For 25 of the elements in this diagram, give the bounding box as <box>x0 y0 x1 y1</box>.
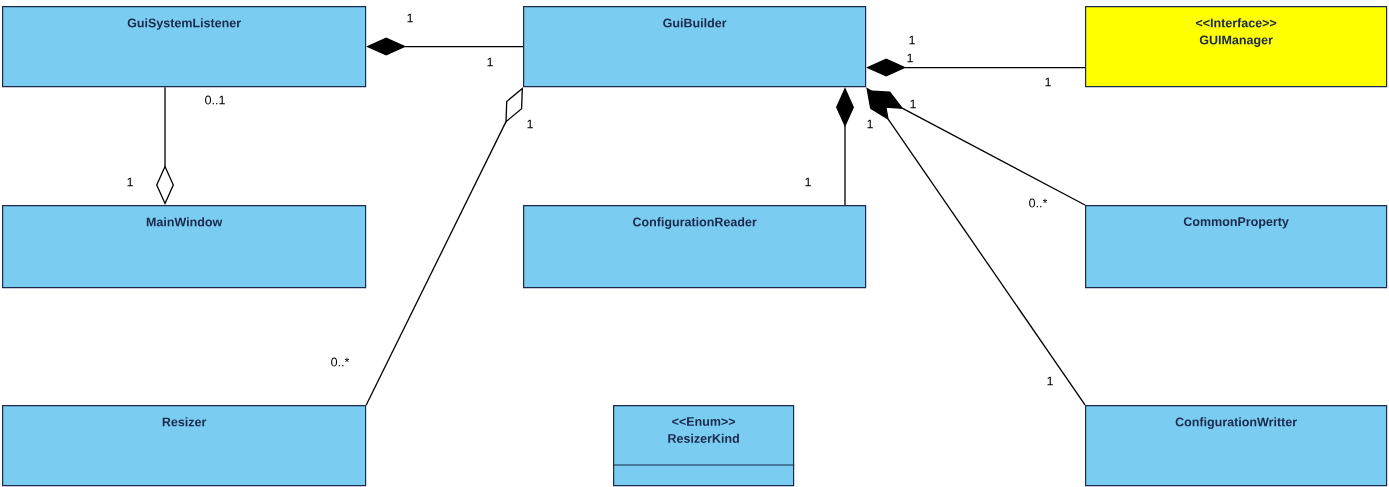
class-box: Resizer <box>2 405 367 487</box>
multiplicity-label: 1 <box>805 177 811 187</box>
multiplicity-label: 1 <box>407 13 413 23</box>
multiplicity-label: 1 <box>1047 376 1053 386</box>
multiplicity-label: 1 <box>127 177 133 187</box>
multiplicity-label: 1 <box>487 57 493 67</box>
class-box: CommonProperty <box>1085 205 1388 289</box>
class-box: ConfigurationReader <box>523 205 867 289</box>
multiplicity-label: 1 <box>1045 77 1051 87</box>
multiplicity-label: 1 <box>910 99 916 109</box>
class-box: GuiBuilder <box>523 6 867 88</box>
multiplicity-label: 1 <box>907 53 913 63</box>
multiplicity-label: 0..* <box>331 357 350 367</box>
class-box: GuiSystemListener <box>2 6 367 88</box>
multiplicity-label: 1 <box>527 119 533 129</box>
class-box: MainWindow <box>2 205 367 289</box>
class-box: ConfigurationWritter <box>1085 405 1388 487</box>
multiplicity-label: 1 <box>909 35 915 45</box>
aggregation-line <box>365 87 523 406</box>
multiplicity-label: 0..* <box>1029 198 1048 208</box>
multiplicity-label: 1 <box>867 119 873 129</box>
composition-line <box>866 87 1086 406</box>
class-box: <<Enum>> ResizerKind <box>612 405 795 487</box>
aggregation-line <box>156 86 174 205</box>
interface-box: <<Interface>> GUIManager <box>1085 6 1388 88</box>
